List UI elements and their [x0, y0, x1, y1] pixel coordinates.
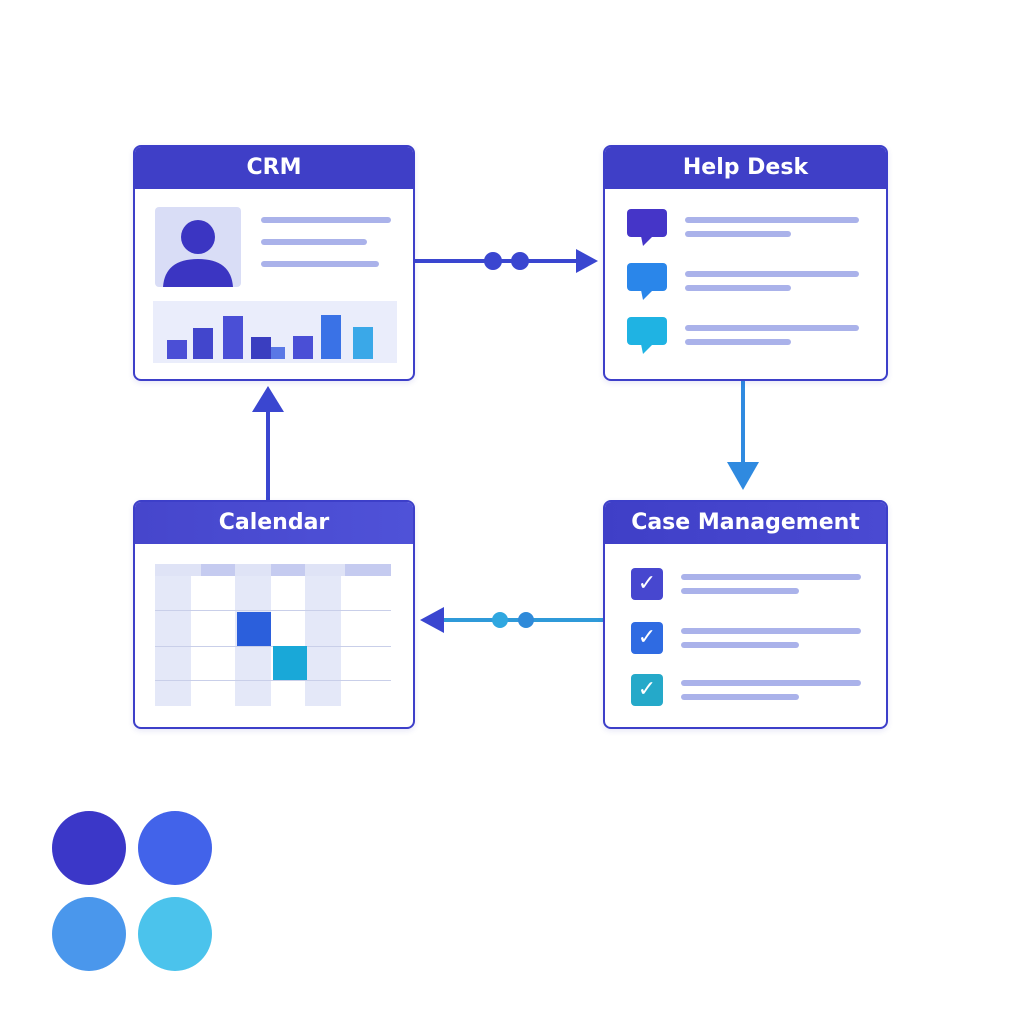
calendar-event[interactable]	[237, 612, 271, 646]
crm-card[interactable]: CRM	[133, 145, 415, 381]
chat-bubble-icon	[627, 263, 669, 301]
crm-text-line	[261, 239, 367, 245]
person-icon	[163, 220, 233, 287]
helpdesk-card[interactable]: Help Desk	[603, 145, 888, 381]
arrow-calendar-to-crm	[252, 386, 284, 500]
calendar-row-line	[155, 680, 391, 681]
crm-chart-bar	[251, 337, 271, 359]
case-text-line	[681, 574, 861, 580]
checkbox-icon[interactable]: ✓	[631, 622, 663, 654]
case-management-card[interactable]: Case Management ✓ ✓ ✓	[603, 500, 888, 729]
crm-text-line	[261, 217, 391, 223]
helpdesk-text-line	[685, 271, 859, 277]
case-text-line	[681, 642, 799, 648]
checkbox-icon[interactable]: ✓	[631, 568, 663, 600]
case-text-line	[681, 694, 799, 700]
chat-bubble-icon	[627, 317, 669, 355]
crm-chart-bar	[271, 347, 285, 359]
crm-chart-bar	[321, 315, 341, 359]
calendar-header-cell	[345, 564, 391, 576]
helpdesk-text-line	[685, 325, 859, 331]
helpdesk-text-line	[685, 231, 791, 237]
case-text-line	[681, 628, 861, 634]
helpdesk-text-line	[685, 285, 791, 291]
case-text-line	[681, 680, 861, 686]
avatar	[155, 207, 241, 287]
calendar-title: Calendar	[135, 502, 413, 544]
helpdesk-text-line	[685, 339, 791, 345]
helpdesk-text-line	[685, 217, 859, 223]
arrow-helpdesk-to-case	[727, 381, 759, 490]
crm-chart-bar	[293, 336, 313, 359]
palette-swatch	[52, 897, 126, 971]
palette-swatch	[52, 811, 126, 885]
crm-chart-bar	[193, 328, 213, 359]
calendar-grid	[155, 564, 391, 706]
crm-chart-bar	[167, 340, 187, 359]
crm-chart-bar	[353, 327, 373, 359]
case-management-title: Case Management	[605, 502, 886, 544]
crm-text-line	[261, 261, 379, 267]
arrow-crm-to-helpdesk	[415, 249, 598, 273]
case-text-line	[681, 588, 799, 594]
checkbox-icon[interactable]: ✓	[631, 674, 663, 706]
calendar-header-cell	[271, 564, 305, 576]
calendar-column	[155, 564, 191, 706]
chat-bubble-icon	[627, 209, 669, 247]
calendar-header-cell	[201, 564, 235, 576]
helpdesk-title: Help Desk	[605, 147, 886, 189]
palette-swatch	[138, 897, 212, 971]
palette-swatch	[138, 811, 212, 885]
calendar-event[interactable]	[273, 646, 307, 680]
crm-title: CRM	[135, 147, 413, 189]
calendar-column	[305, 564, 341, 706]
calendar-row-line	[155, 610, 391, 611]
calendar-card[interactable]: Calendar	[133, 500, 415, 729]
arrow-case-to-calendar	[420, 607, 603, 633]
crm-bar-chart	[153, 301, 397, 363]
crm-chart-bar	[223, 316, 243, 359]
